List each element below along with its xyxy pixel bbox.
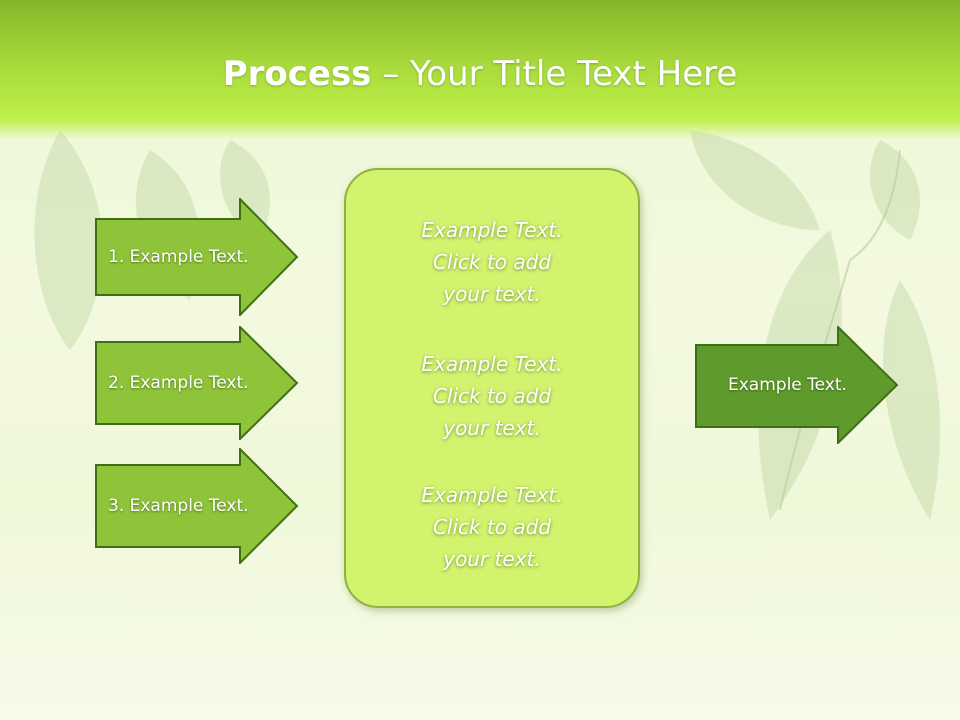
slide-title-bold: Process: [222, 54, 372, 94]
left-arrow-2: 2. Example Text.: [95, 326, 299, 440]
left-arrow-1: 1. Example Text.: [95, 198, 299, 316]
arrow-shape-1: [95, 198, 299, 316]
title-banner: [0, 0, 960, 140]
arrow-shape-3: [95, 448, 299, 564]
center-text-box: Example Text. Click to add your text. Ex…: [344, 168, 640, 608]
slide-title-rest: – Your Title Text Here: [371, 54, 738, 94]
right-arrow-label: Example Text.: [728, 375, 847, 395]
slide-title: Process – Your Title Text Here: [0, 52, 960, 96]
arrow-shape-2: [95, 326, 299, 440]
right-arrow: Example Text.: [695, 326, 899, 444]
center-paragraph-2: Example Text. Click to add your text.: [421, 352, 563, 440]
center-paragraph-3: Example Text. Click to add your text.: [421, 483, 563, 571]
left-arrow-2-label: 2. Example Text.: [108, 373, 249, 393]
right-arrow-shape: [695, 326, 899, 444]
left-arrow-1-label: 1. Example Text.: [108, 247, 249, 267]
left-arrow-3-label: 3. Example Text.: [108, 496, 249, 516]
left-arrow-3: 3. Example Text.: [95, 448, 299, 564]
center-paragraph-1: Example Text. Click to add your text.: [421, 218, 563, 306]
